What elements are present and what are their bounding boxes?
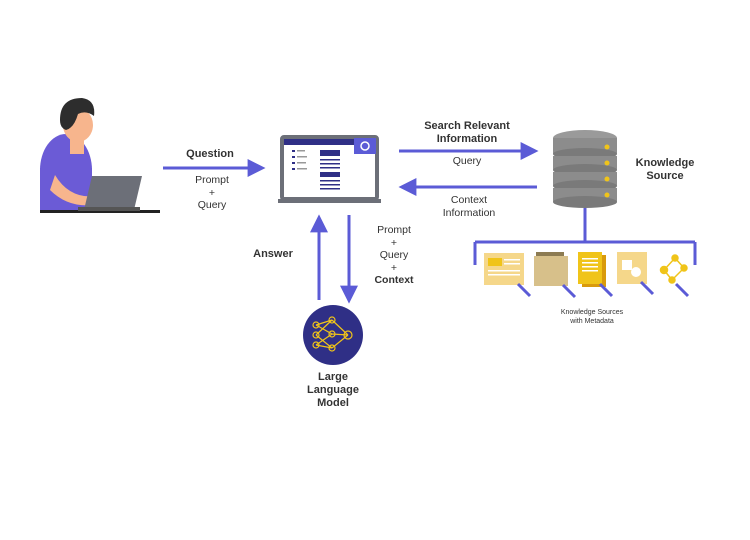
llm-line-1: Large <box>318 371 348 383</box>
app-laptop-icon <box>278 135 381 203</box>
context-line-1: Context <box>450 194 488 206</box>
llm-line-2: Language <box>307 384 359 397</box>
pqc-plus-2: + <box>390 261 398 274</box>
knowledge-graph-icon <box>659 254 690 298</box>
llm-line-3: Model <box>317 397 349 410</box>
media-file-icon <box>617 252 655 296</box>
user-icon <box>40 98 160 213</box>
database-server-icon <box>553 130 617 208</box>
pqc-plus-1: + <box>390 236 398 249</box>
document-icon <box>484 253 532 298</box>
pqc-query: Query <box>379 249 409 262</box>
llm-label: Large Language Model <box>288 371 378 411</box>
plus-text: + <box>208 186 216 199</box>
prompt-query-context-label: Prompt + Query + Context <box>362 224 426 287</box>
answer-label: Answer <box>253 248 293 260</box>
search-line-1: Search Relevant <box>424 120 510 132</box>
knowledge-sources-bracket <box>473 208 697 265</box>
prompt-text: Prompt <box>195 174 229 186</box>
context-information-label: Context Information <box>427 194 511 219</box>
pqc-context: Context <box>374 274 414 287</box>
llm-icon <box>303 305 363 365</box>
search-relevant-label: Search Relevant Information <box>407 120 527 146</box>
file-stack-icon <box>578 252 614 298</box>
search-line-2: Information <box>436 133 498 146</box>
knowledge-sources-caption: Knowledge Sources with Metadata <box>540 309 644 327</box>
pqc-prompt: Prompt <box>377 224 411 236</box>
caption-line-1: Knowledge Sources <box>560 309 624 316</box>
folder-icon <box>534 252 577 299</box>
knowledge-source-label: Knowledge Source <box>625 157 705 183</box>
context-line-2: Information <box>442 206 496 219</box>
prompt-query-label: Prompt + Query <box>180 174 244 212</box>
question-label: Question <box>186 148 234 160</box>
knowledge-line-2: Source <box>646 170 684 183</box>
knowledge-line-1: Knowledge <box>635 157 695 169</box>
query-text: Query <box>197 199 227 212</box>
caption-line-2: with Metadata <box>570 317 614 325</box>
search-query-label: Query <box>452 155 482 167</box>
